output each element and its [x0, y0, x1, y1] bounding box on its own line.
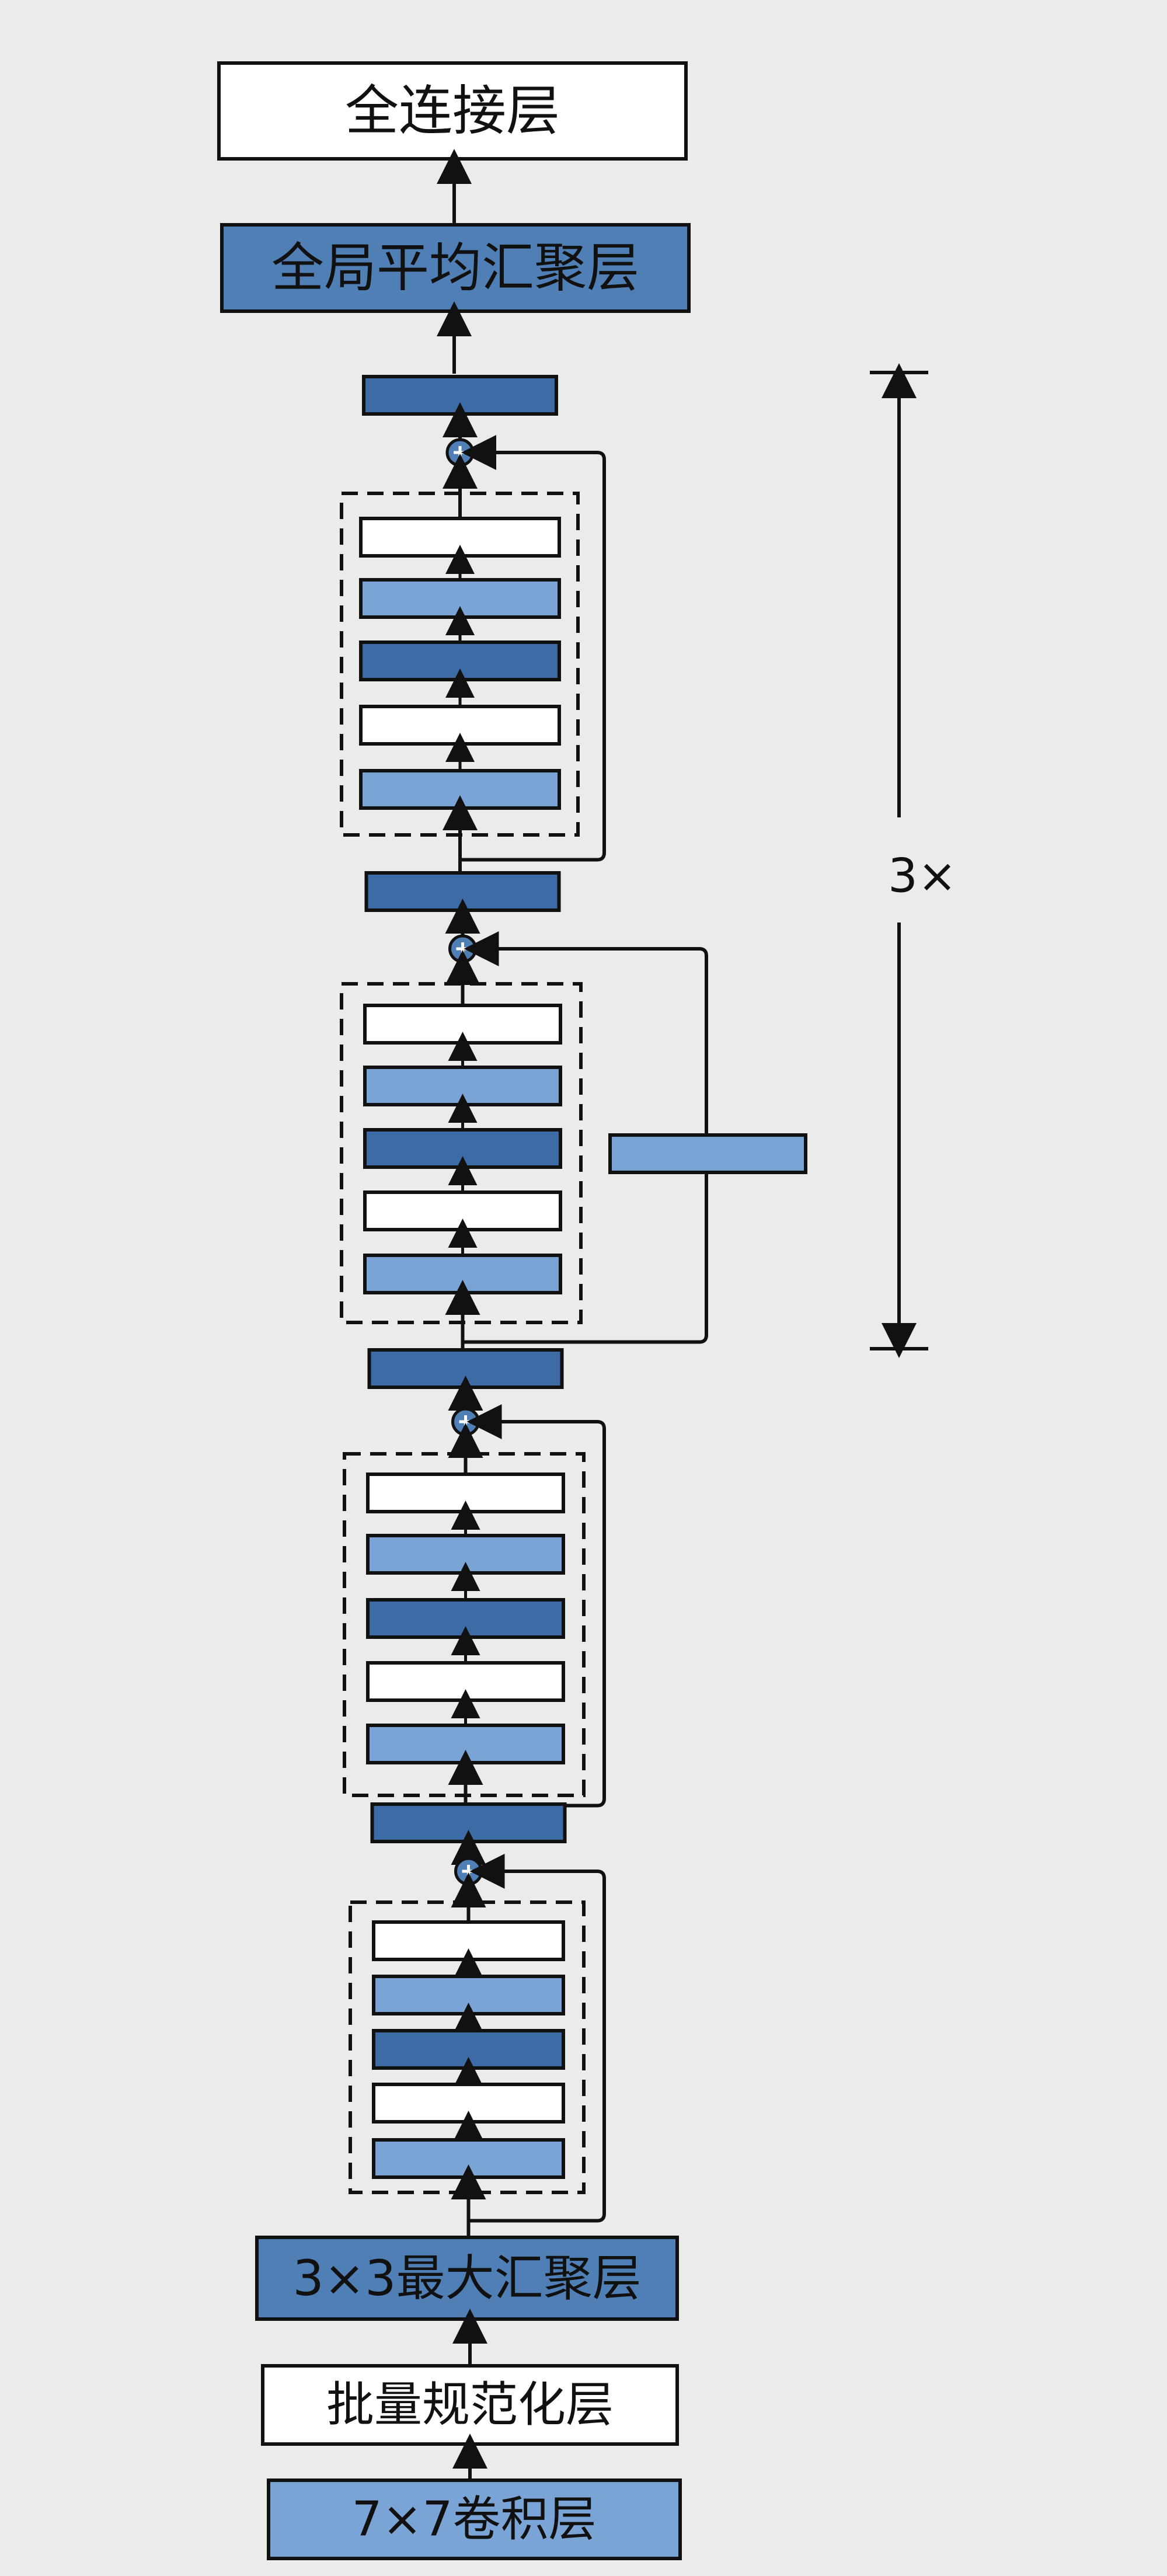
block-2-inner-layer-5 [363, 1254, 562, 1294]
conv-layer: 7×7卷积层 [267, 2478, 682, 2560]
block-4-inner-layer-4 [372, 2083, 565, 2124]
block-2-inner-layer-2 [363, 1066, 562, 1106]
block-1-skip-connection [460, 435, 606, 862]
block-2-inner-layer-3 [363, 1128, 562, 1169]
block-3-inner-layer-1 [366, 1473, 565, 1513]
block-3-skip-connection [465, 1404, 606, 1808]
block-4-inner-layer-3 [372, 2029, 565, 2070]
conv-layer-label: 7×7卷积层 [351, 2492, 596, 2547]
repeat-label: 3× [888, 849, 957, 903]
fc-layer-label: 全连接层 [345, 80, 560, 142]
residual-blocks [340, 375, 807, 2237]
block-4-output-bar [370, 1802, 567, 1843]
bn-layer-label: 批量规范化层 [326, 2377, 614, 2433]
block-2-output-bar [364, 871, 561, 912]
block-1-inner-layer-3 [359, 640, 561, 681]
gap-layer: 全局平均汇聚层 [220, 223, 691, 313]
block-3-inner-layer-4 [366, 1661, 565, 1702]
block-3-inner-layer-3 [366, 1598, 565, 1639]
block-4-dashed-box [349, 1900, 586, 2194]
bn-layer-box [261, 2364, 679, 2446]
fc-layer: 全连接层 [217, 61, 688, 161]
block-3-output-bar [367, 1348, 564, 1389]
gap-layer-box [220, 223, 691, 313]
maxpool-layer-label: 3×3最大汇聚层 [292, 2250, 641, 2307]
block-1-inner-layer-5 [359, 769, 561, 810]
block-2-inner-layer-1 [363, 1004, 562, 1045]
trunk-arrows [437, 149, 487, 2480]
block-4-inner-layer-5 [372, 2138, 565, 2179]
block-1-inner-layer-2 [359, 578, 561, 619]
conv-layer-box [267, 2478, 682, 2560]
block-4-skip-connection [468, 1854, 606, 2223]
block-4-inner-layer-2 [372, 1975, 565, 2015]
gap-layer-label: 全局平均汇聚层 [271, 238, 639, 299]
block-3-inner-layer-2 [366, 1534, 565, 1575]
block-1-inner-layer-4 [359, 705, 561, 746]
block-3-inner-layer-5 [366, 1724, 565, 1764]
fc-layer-box [217, 61, 688, 161]
block-2-inner-layer-4 [363, 1190, 562, 1231]
maxpool-layer: 3×3最大汇聚层 [255, 2236, 679, 2321]
repeat-bracket: 3× [870, 363, 957, 1358]
block-1-output-bar [362, 375, 558, 416]
block-1-inner-layer-1 [359, 517, 561, 558]
bn-layer: 批量规范化层 [261, 2364, 679, 2446]
block-4-inner-layer-1 [372, 1920, 565, 1961]
block-2-shortcut-layer [608, 1133, 807, 1174]
